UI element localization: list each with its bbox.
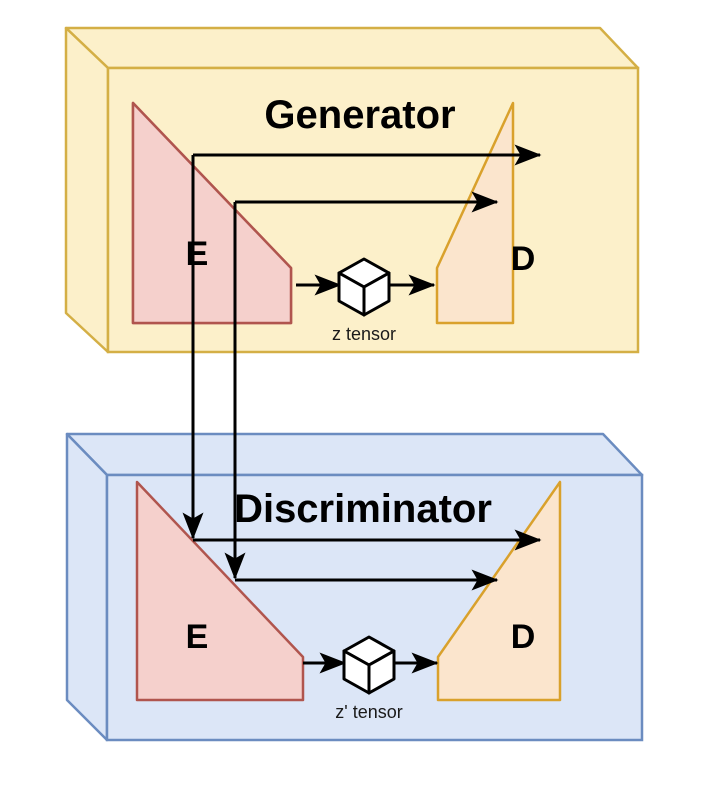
discriminator-box-left-face [65, 432, 109, 742]
generator-decoder-label: D [511, 240, 536, 278]
discriminator-encoder-label: E [186, 618, 209, 656]
generator-box-left-face [64, 26, 110, 354]
generator-z-tensor-label: z tensor [332, 324, 396, 344]
cube-right-face [362, 271, 391, 317]
generator-encoder-outline [131, 101, 293, 325]
generator-title: Generator [264, 93, 455, 137]
cube-right-face [367, 649, 396, 695]
discriminator-decoder-label: D [511, 618, 536, 656]
discriminator-z-tensor-label: z' tensor [335, 702, 402, 722]
discriminator-encoder-shape [135, 480, 305, 702]
discriminator-title: Discriminator [234, 487, 492, 531]
generator-z-tensor-cube [337, 257, 391, 317]
generator-encoder-label: E [186, 235, 209, 273]
generator-decoder-shape [435, 101, 515, 325]
generator-box-top-face [64, 26, 640, 70]
discriminator-box-top-face [65, 432, 644, 477]
discriminator-z-tensor-cube [342, 635, 396, 695]
